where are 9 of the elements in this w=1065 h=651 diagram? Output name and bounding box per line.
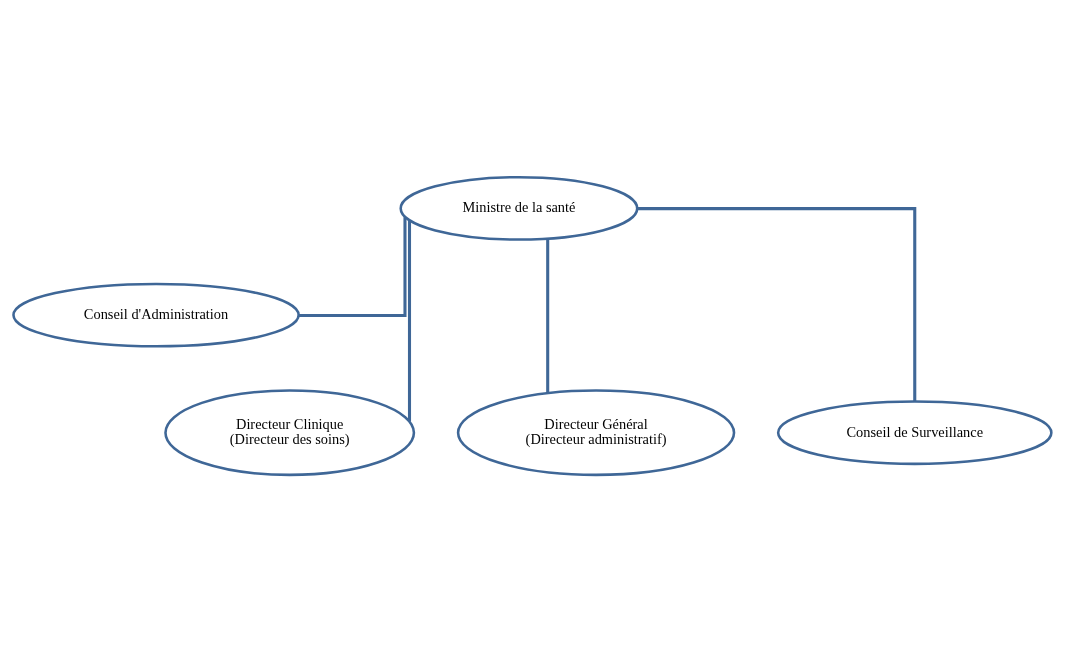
node-ellipse: Directeur Clinique (Directeur des soins) — [164, 388, 416, 476]
node-ellipse: Conseil d'Administration — [12, 282, 300, 348]
connector — [546, 238, 550, 393]
node-ellipse: Directeur Général (Directeur administratif) — [456, 388, 736, 476]
node-ellipse: Conseil de Surveillance — [776, 399, 1053, 465]
node-ellipse: Ministre de la santé — [399, 175, 639, 241]
connector — [637, 206, 917, 401]
connector — [407, 219, 412, 421]
connector — [298, 216, 407, 317]
